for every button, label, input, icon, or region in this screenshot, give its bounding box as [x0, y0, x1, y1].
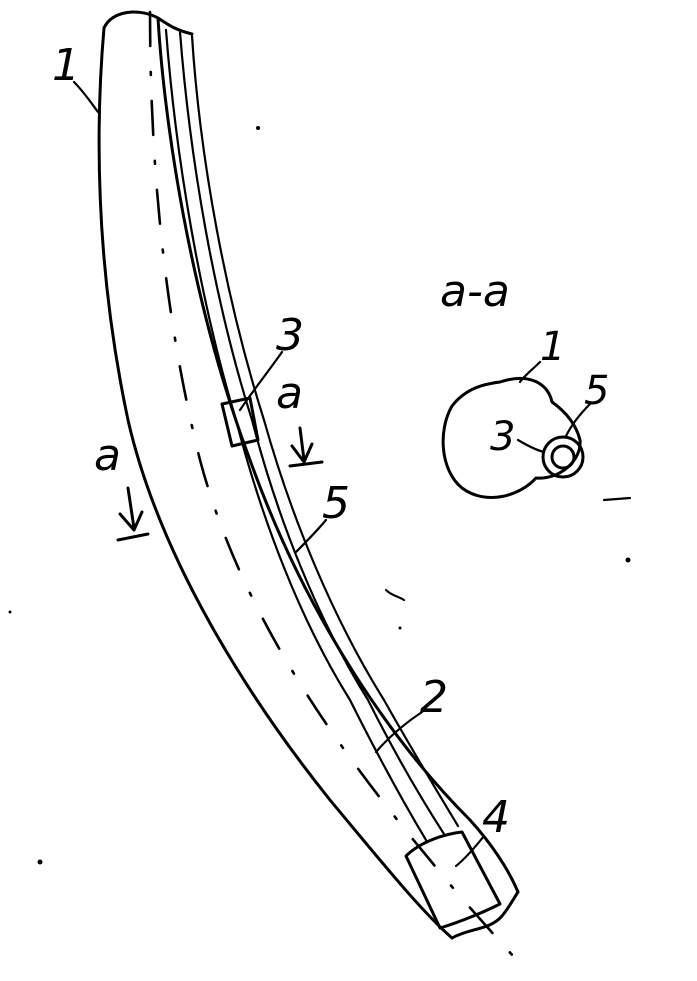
label-cut-right: a: [276, 368, 303, 419]
channel-lines: [164, 28, 460, 842]
leader-1: [72, 80, 100, 114]
cut-arrow-right: [288, 426, 324, 468]
label-part3: 3: [276, 310, 304, 361]
center-axis: [148, 10, 527, 972]
part4-end-block: [404, 830, 502, 930]
channel-line-1: [164, 28, 428, 842]
label-section-part5: 5: [584, 368, 609, 414]
section-outline: [441, 376, 582, 499]
cut-arrow-left: [116, 486, 150, 542]
channel-line-3: [190, 34, 460, 828]
body-right-edge: [156, 16, 520, 894]
section-leader-1: [518, 360, 542, 384]
channel-line-2: [178, 30, 446, 836]
section-leader-5: [564, 402, 592, 438]
leader-4: [454, 834, 486, 868]
leader-3: [238, 350, 284, 412]
section-leader-3: [516, 438, 546, 454]
curved-tube-body: [97, 10, 527, 972]
label-part1: 1: [52, 40, 80, 91]
body-left-edge: [97, 26, 454, 940]
part3-block: [220, 396, 260, 448]
leader-lines: [72, 80, 486, 868]
label-part5: 5: [322, 478, 350, 529]
stray-marks: [8, 126, 632, 865]
cross-section: [441, 360, 592, 499]
label-section-title: a-a: [440, 266, 510, 317]
label-cut-left: a: [94, 430, 121, 481]
leader-5: [294, 518, 328, 554]
label-section-part3: 3: [490, 414, 515, 460]
label-part4: 4: [482, 792, 510, 843]
section-ring-inner: [550, 444, 576, 470]
label-section-part1: 1: [540, 324, 565, 370]
section-ring-outer: [541, 435, 585, 479]
leader-2: [374, 710, 424, 754]
label-part2: 2: [420, 672, 448, 723]
body-bottom-cap: [450, 890, 520, 940]
body-top-cap: [102, 10, 194, 36]
